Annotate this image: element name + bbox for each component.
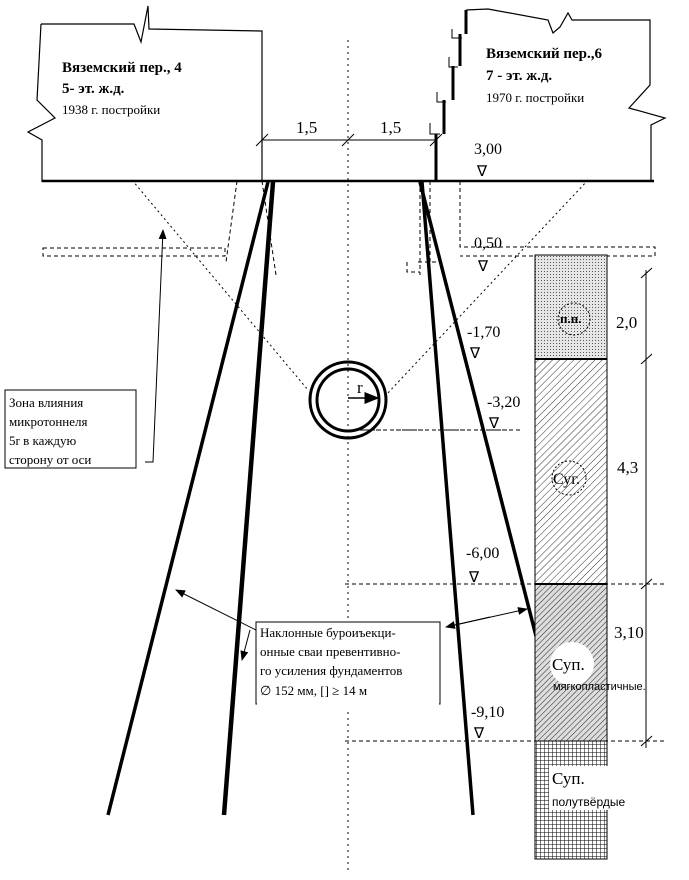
influence-zone-line-1: Зона влияния bbox=[9, 395, 83, 410]
left-building-year: 1938 г. постройки bbox=[62, 102, 160, 117]
soil-thickness-2: 4,3 bbox=[617, 458, 638, 477]
left-building bbox=[26, 5, 263, 182]
influence-zone-line-3: 5r в каждую bbox=[9, 433, 76, 448]
elevation-3-00: 3,00 bbox=[474, 141, 502, 158]
piles-line-2: онные сваи превентивно- bbox=[260, 644, 400, 659]
right-building-address: Вяземский пер.,6 bbox=[486, 46, 603, 62]
elevation-symbol: ∇ bbox=[469, 346, 481, 362]
elevation-symbol: ∇ bbox=[468, 570, 480, 586]
soil-dimension-line bbox=[640, 267, 653, 748]
soil-badge bbox=[551, 460, 587, 496]
elevation-minus-9-10: -9,10 bbox=[471, 704, 504, 721]
soil-thickness-3: 3,10 bbox=[614, 623, 644, 642]
dim-left-label: 1,5 bbox=[296, 118, 317, 137]
elevation-symbol: ∇ bbox=[476, 164, 488, 180]
piles-line-4: ∅ 152 мм, [] ≥ 14 м bbox=[260, 683, 367, 698]
soil-code-3: Суп. bbox=[552, 655, 585, 674]
elevation-minus-3-20: -3,20 bbox=[487, 394, 520, 411]
right-building bbox=[429, 8, 667, 180]
soil-code-2: Суг. bbox=[553, 471, 580, 488]
soil-badge bbox=[550, 642, 594, 686]
left-building-floors: 5- эт. ж.д. bbox=[62, 81, 125, 97]
microtunnel bbox=[308, 360, 520, 440]
soil-layer-fill bbox=[534, 254, 608, 360]
piles-line-1: Наклонные буроиъекци- bbox=[260, 625, 396, 640]
elevation-symbol: ∇ bbox=[488, 416, 500, 432]
influence-zone-lines bbox=[131, 179, 589, 396]
elevation-minus-1-70: -1,70 bbox=[467, 324, 500, 341]
soil-desc-4: полутвёрдые bbox=[552, 795, 625, 809]
influence-zone-line-4: сторону от оси bbox=[9, 452, 91, 467]
left-building-address: Вяземский пер., 4 bbox=[62, 60, 182, 76]
influence-zone-callout: Зона влияния микротоннеля 5r в каждую ст… bbox=[4, 229, 167, 469]
elevation-symbol: ∇ bbox=[473, 726, 485, 742]
soil-layer-fill bbox=[534, 358, 608, 585]
pile-left-inner bbox=[221, 181, 276, 816]
soil-code-1: п.п. bbox=[560, 311, 581, 326]
soil-badge bbox=[557, 302, 591, 336]
tunnel-radius-label: r bbox=[357, 378, 363, 397]
elevation-lines bbox=[345, 429, 665, 742]
soil-label-bg bbox=[549, 766, 643, 810]
dimension-line bbox=[255, 133, 443, 147]
right-building-year: 1970 г. постройки bbox=[486, 90, 584, 105]
piles-callout: Наклонные буроиъекци- онные сваи превент… bbox=[175, 589, 528, 709]
soil-thickness-1: 2,0 bbox=[616, 313, 637, 332]
elevation-symbol: ∇ bbox=[477, 259, 489, 275]
right-building-floors: 7 - эт. ж.д. bbox=[486, 68, 552, 84]
influence-zone-line-2: микротоннеля bbox=[9, 414, 88, 429]
elevation-minus-6-00: -6,00 bbox=[466, 545, 499, 562]
soil-code-4: Суп. bbox=[552, 769, 585, 788]
pile-right-inner bbox=[420, 181, 475, 816]
piles bbox=[106, 181, 585, 821]
dim-right-label: 1,5 bbox=[380, 118, 401, 137]
soil-desc-3: мягкопластичные. bbox=[553, 681, 646, 693]
pile-left-outer bbox=[106, 181, 270, 816]
elevation-0-50: 0,50 bbox=[474, 235, 502, 252]
piles-line-3: го усиления фундаментов bbox=[260, 663, 402, 678]
